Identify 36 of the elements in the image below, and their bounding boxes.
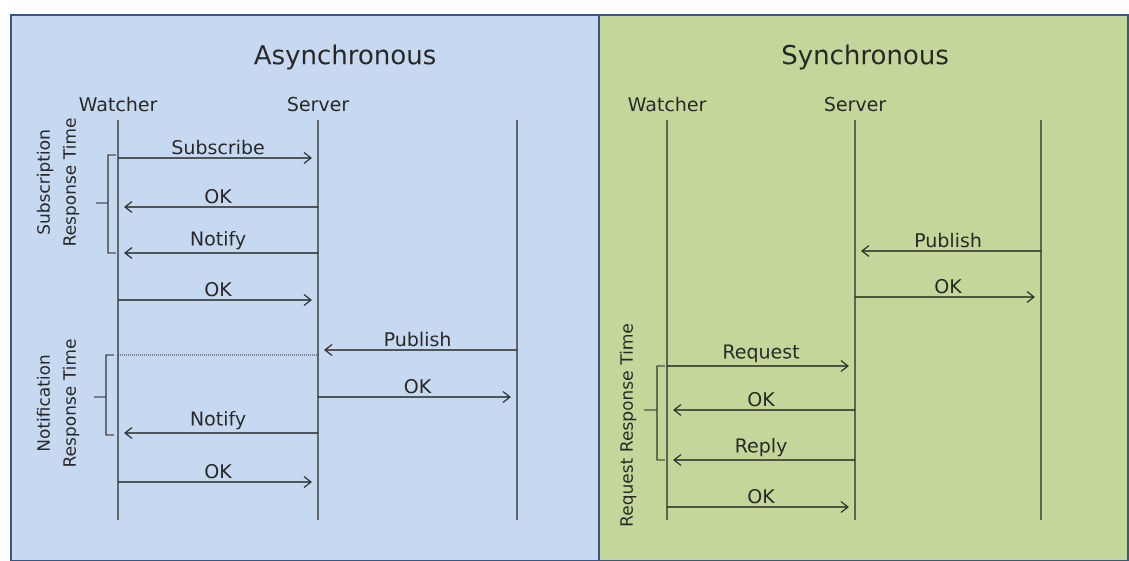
arrow <box>673 403 856 417</box>
axis-label: Request Response Time <box>619 324 637 526</box>
arrow <box>666 359 849 373</box>
arrow <box>117 293 312 307</box>
edge-label: OK <box>935 279 963 294</box>
arrow <box>124 246 319 260</box>
edge-label: OK <box>748 488 776 504</box>
edge-label: OK <box>205 189 233 204</box>
arrow <box>124 426 319 440</box>
arrow <box>317 390 511 404</box>
arrow <box>673 453 856 467</box>
arrow <box>666 500 849 514</box>
edge-label: Publish <box>385 331 450 347</box>
edge-label: OK <box>205 282 233 297</box>
lifeline: Watcher <box>79 96 158 521</box>
arrow <box>324 343 518 357</box>
arrow <box>854 290 1035 304</box>
lifeline <box>516 119 518 521</box>
arrow <box>861 244 1042 258</box>
edge-label: OK <box>748 391 776 407</box>
arrow <box>117 475 312 489</box>
edge-label: OK <box>205 463 233 479</box>
edge-label: Request <box>724 344 800 363</box>
edge-label: Subscribe <box>172 139 264 155</box>
lifeline: Server <box>825 96 887 521</box>
edge-label: OK <box>404 379 432 394</box>
edge-label: Reply <box>736 437 787 457</box>
axis-label: Notification Response Time <box>36 339 80 466</box>
axis-label: Subscription Response Time <box>36 118 80 245</box>
arrow <box>117 151 312 165</box>
arrow <box>124 200 319 214</box>
lifeline: Server <box>288 96 350 521</box>
edge-label: Notify <box>191 230 246 250</box>
edge-label: Publish <box>916 232 981 248</box>
edge-label: Notify <box>191 410 246 430</box>
lifeline <box>1040 119 1042 521</box>
